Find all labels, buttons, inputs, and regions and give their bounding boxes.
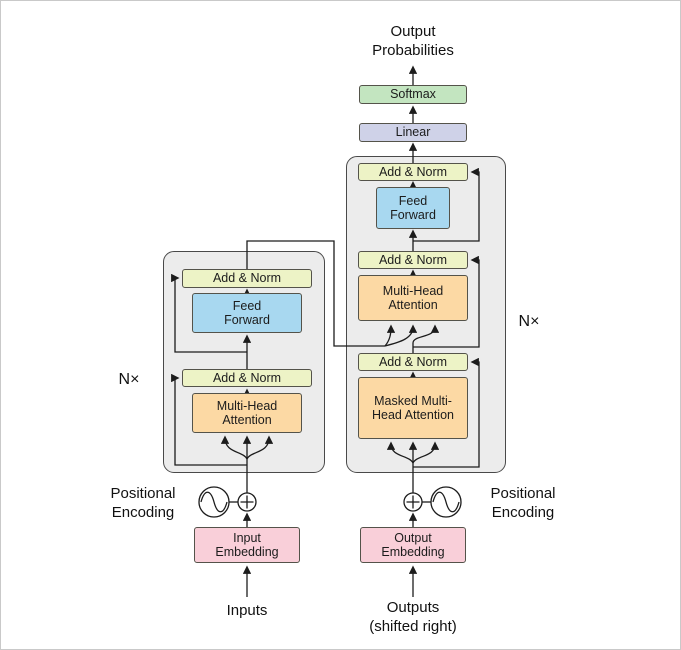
inputs-label: Inputs: [226, 602, 268, 619]
encoder-feed-forward-box: Feed Forward: [192, 293, 302, 333]
softmax-box: Softmax: [359, 85, 467, 104]
output-probabilities-label: Output Probabilities: [372, 23, 454, 59]
encoder-multi-head-attention-label: Multi-Head Attention: [216, 398, 278, 427]
decoder-add-norm-top-box: Add & Norm: [358, 163, 468, 181]
add-icon-left: [237, 492, 257, 512]
positional-encoding-icon-right: [422, 486, 462, 518]
decoder-repeat-label: N×: [518, 313, 540, 330]
decoder-masked-multi-head-attention-box: Masked Multi-Head Attention: [358, 377, 468, 439]
decoder-add-norm-bottom-label: Add & Norm: [378, 354, 448, 369]
encoder-multi-head-attention-box: Multi-Head Attention: [192, 393, 302, 433]
encoder-repeat-label: N×: [118, 371, 140, 388]
encoder-add-norm-top-label: Add & Norm: [212, 271, 282, 286]
decoder-multi-head-attention-box: Multi-Head Attention: [358, 275, 468, 321]
positional-encoding-right-label: Positional Encoding: [490, 485, 556, 521]
linear-box: Linear: [359, 123, 467, 142]
output-embedding-label: Output Embedding: [381, 530, 445, 559]
encoder-add-norm-bottom-box: Add & Norm: [182, 369, 312, 387]
encoder-feed-forward-label: Feed Forward: [224, 298, 270, 327]
decoder-add-norm-top-label: Add & Norm: [378, 164, 448, 179]
input-embedding-label: Input Embedding: [215, 530, 279, 559]
decoder-add-norm-mid-label: Add & Norm: [378, 252, 448, 267]
positional-encoding-icon-left: [198, 486, 238, 518]
encoder-add-norm-bottom-label: Add & Norm: [212, 370, 282, 385]
decoder-add-norm-bottom-box: Add & Norm: [358, 353, 468, 371]
outputs-label: Outputs (shifted right): [369, 599, 457, 635]
linear-label: Linear: [395, 125, 431, 140]
decoder-multi-head-attention-label: Multi-Head Attention: [382, 283, 444, 312]
input-embedding-box: Input Embedding: [194, 527, 300, 563]
decoder-add-norm-mid-box: Add & Norm: [358, 251, 468, 269]
decoder-masked-multi-head-attention-label: Masked Multi-Head Attention: [371, 393, 454, 422]
encoder-add-norm-top-box: Add & Norm: [182, 269, 312, 288]
output-embedding-box: Output Embedding: [360, 527, 466, 563]
add-icon-right: [403, 492, 423, 512]
decoder-feed-forward-label: Feed Forward: [390, 193, 436, 222]
decoder-feed-forward-box: Feed Forward: [376, 187, 450, 229]
softmax-label: Softmax: [390, 87, 436, 102]
positional-encoding-left-label: Positional Encoding: [110, 485, 176, 521]
